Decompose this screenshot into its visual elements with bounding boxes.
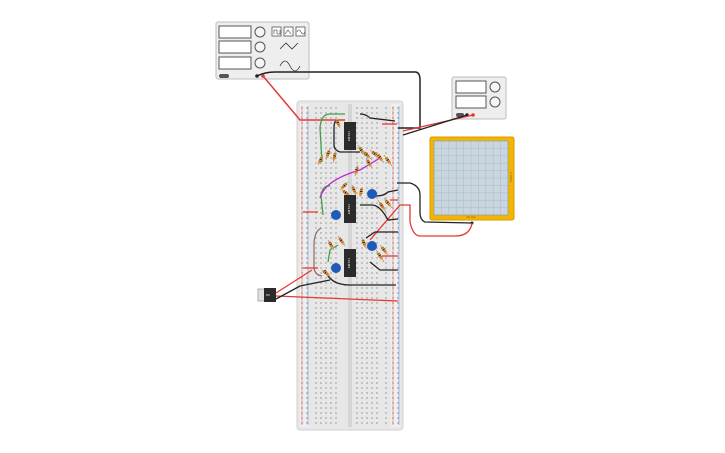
scope-timebase-label: 10 ms (466, 215, 476, 219)
resistor[interactable] (383, 154, 393, 167)
fg-knob-frequency[interactable] (254, 26, 266, 38)
power-supply[interactable] (451, 76, 507, 120)
resistor[interactable] (332, 149, 337, 164)
potentiometer-4[interactable] (331, 263, 341, 273)
resistor[interactable] (317, 154, 324, 166)
wires (256, 71, 474, 302)
fg-knob-amplitude[interactable] (254, 41, 266, 53)
sine-wave-preview-icon (279, 60, 301, 72)
wire-red-scope (369, 204, 473, 241)
resistor[interactable] (377, 199, 387, 213)
wire-black-fg-to-board (256, 71, 421, 129)
ic-chip-2-label: LM741 (347, 204, 351, 214)
scope-volts-label: 1 V/div (509, 172, 513, 183)
potentiometer-1[interactable] (367, 189, 377, 199)
resistor[interactable] (351, 184, 357, 196)
resistor[interactable] (321, 269, 331, 277)
ps-knob-current[interactable] (489, 96, 501, 108)
resistor[interactable] (375, 249, 385, 263)
sine-wave-icon (296, 29, 306, 35)
fg-power-switch[interactable] (219, 74, 229, 78)
square-wave-icon (273, 29, 281, 35)
resistor[interactable] (335, 117, 341, 129)
triangle-wave-preview-icon (279, 42, 299, 50)
resistor[interactable] (383, 197, 393, 209)
wire-green-low (327, 244, 339, 263)
wire-magenta (319, 157, 381, 199)
resistor[interactable] (337, 235, 346, 247)
fg-display-1 (218, 25, 252, 39)
resistor[interactable] (359, 186, 363, 198)
battery[interactable]: 9V (257, 288, 276, 302)
resistor[interactable] (375, 151, 385, 164)
wire-black-mid-right (375, 189, 399, 197)
ic-chip-1[interactable]: LM741 (344, 122, 356, 150)
fg-button-2[interactable] (283, 26, 294, 37)
wire-brown (313, 227, 323, 277)
wire-green-left (319, 113, 345, 163)
scope-grid (434, 141, 508, 215)
ps-display-current (455, 95, 487, 109)
wire-black-mid2 (365, 231, 398, 239)
wire-red-ps (402, 114, 474, 132)
ps-knob-voltage[interactable] (489, 81, 501, 93)
potentiometer-3[interactable] (367, 241, 377, 251)
wire-black-ps (402, 114, 468, 136)
ic-chip-2[interactable]: LM741 (344, 195, 356, 223)
potentiometer-2[interactable] (331, 210, 341, 220)
ps-display-voltage (455, 80, 487, 94)
resistor[interactable] (339, 181, 349, 191)
triangle-wave-icon (284, 29, 292, 35)
wire-black-battery (275, 279, 331, 300)
wire-black-chip3-right (369, 261, 398, 271)
fg-knob-offset[interactable] (254, 57, 266, 69)
ic-chip-3[interactable]: LM741 (344, 249, 356, 277)
wire-black-chip1-right (359, 113, 396, 122)
rail-markers (301, 106, 400, 425)
fg-display-3 (218, 56, 252, 70)
oscilloscope[interactable]: 10 ms 1 V/div (429, 136, 515, 225)
resistor[interactable] (365, 157, 373, 169)
resistor[interactable] (361, 149, 373, 161)
ic-chip-3-label: LM741 (347, 258, 351, 268)
wire-red-battery-long (275, 295, 399, 302)
wire-black-scope (397, 182, 473, 224)
wire-black-chip2-right (360, 204, 399, 221)
fg-button-1[interactable] (271, 26, 282, 37)
resistor[interactable] (325, 147, 331, 161)
wire-red-battery (275, 269, 313, 294)
potentiometers (331, 189, 377, 273)
ic-chips: LM741 LM741 LM741 (344, 122, 356, 277)
resistor[interactable] (327, 239, 335, 251)
battery-label: 9V (266, 293, 271, 297)
fg-display-2 (218, 40, 252, 54)
function-generator[interactable] (215, 21, 310, 80)
resistor[interactable] (354, 164, 359, 177)
wire-red-fg-to-board (262, 75, 345, 121)
resistors (317, 117, 393, 277)
resistor[interactable] (379, 244, 389, 256)
ic-chip-1-label: LM741 (347, 131, 351, 141)
resistor[interactable] (361, 237, 367, 249)
